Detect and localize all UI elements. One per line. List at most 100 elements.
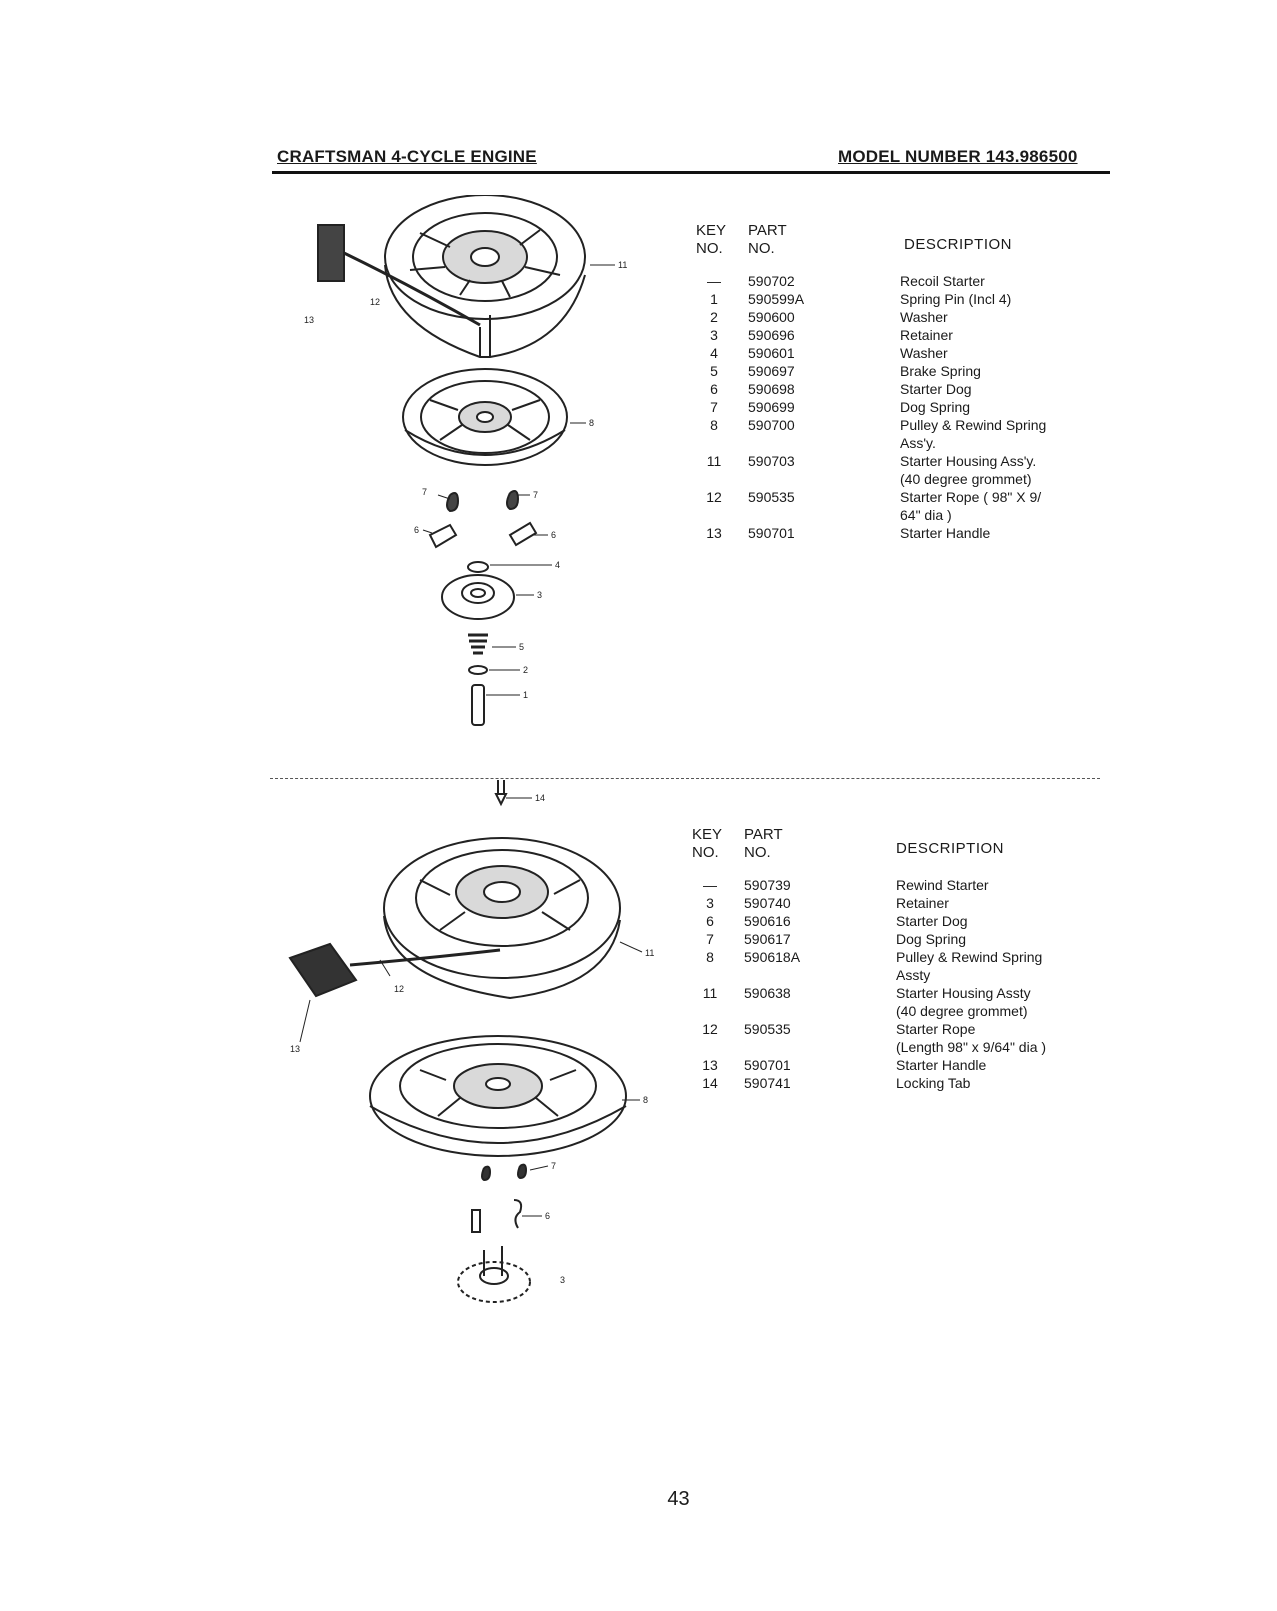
callout-bottom-8: 8 <box>643 1095 648 1105</box>
page-number: 43 <box>667 1488 690 1510</box>
model-number: MODEL NUMBER 143.986500 <box>838 147 1078 166</box>
callout-top-12: 12 <box>370 297 380 307</box>
callout-top-6b: 6 <box>551 530 556 540</box>
callout-top-7a: 7 <box>422 487 427 497</box>
callout-top-8: 8 <box>589 418 594 428</box>
description-cell: Dog Spring <box>896 930 1096 948</box>
description-header: DESCRIPTION <box>904 236 1013 253</box>
brake-spring-part <box>468 633 488 655</box>
callout-top-13: 13 <box>304 315 314 325</box>
description-line: Starter Housing Assty <box>896 985 1031 1001</box>
description-line: Dog Spring <box>896 931 967 947</box>
key-no-cell: 14 <box>702 1075 718 1091</box>
description-cell: Dog Spring <box>900 398 1100 416</box>
description-line: Recoil Starter <box>900 273 985 289</box>
part-no-cell: 590741 <box>744 1075 791 1091</box>
part-no-header: PART NO. <box>744 826 783 861</box>
description-line: Retainer <box>900 327 953 343</box>
callout-bottom-13: 13 <box>290 1044 300 1054</box>
key-no-cell: 7 <box>710 399 718 415</box>
key-no-header: KEY NO. <box>692 826 723 861</box>
table-row: 7 590617 Dog Spring <box>692 930 1112 948</box>
description-cell: Spring Pin (Incl 4) <box>900 290 1100 308</box>
description-cell: Recoil Starter <box>900 272 1100 290</box>
table-row: 4 590601 Washer <box>696 344 1116 362</box>
key-no-cell: 2 <box>710 309 718 325</box>
description-cell: Starter Dog <box>900 380 1100 398</box>
callout-top-1: 1 <box>523 690 528 700</box>
key-no-cell: 8 <box>706 949 714 965</box>
part-no-cell: 590617 <box>744 931 791 947</box>
callout-top-7b: 7 <box>533 490 538 500</box>
description-line: Dog Spring <box>900 399 971 415</box>
description-cell: Washer <box>900 308 1100 326</box>
key-no-cell: 11 <box>706 453 722 469</box>
description-line: (40 degree grommet) <box>900 471 1032 487</box>
spring-pin-part <box>471 684 485 726</box>
key-no-header: KEY NO. <box>696 222 727 257</box>
description-line: Washer <box>900 309 948 325</box>
key-no-cell: 1 <box>710 291 718 307</box>
description-cell: Starter Housing Ass'y.(40 degree grommet… <box>900 452 1100 488</box>
part-no-cell: 590703 <box>748 453 795 469</box>
description-line: Washer <box>900 345 948 361</box>
table-row: 13 590701 Starter Handle <box>696 524 1116 542</box>
part-no-header: PART NO. <box>748 222 787 257</box>
key-no-cell: 3 <box>706 895 714 911</box>
part-no-cell: 590535 <box>744 1021 791 1037</box>
description-line: Spring Pin (Incl 4) <box>900 291 1012 307</box>
description-line: Brake Spring <box>900 363 981 379</box>
key-no-cell: 6 <box>710 381 718 397</box>
key-no-cell: 11 <box>702 985 718 1001</box>
starter-handle-part <box>288 942 501 998</box>
callout-top-6a: 6 <box>414 525 419 535</box>
description-cell: Rewind Starter <box>896 876 1096 894</box>
washer-part <box>467 561 489 573</box>
key-no-cell: 12 <box>706 489 722 505</box>
key-no-cell: 4 <box>710 345 718 361</box>
starter-dog-parts <box>428 521 538 549</box>
part-no-cell: 590697 <box>748 363 795 379</box>
callout-top-5: 5 <box>519 642 524 652</box>
callout-top-2: 2 <box>523 665 528 675</box>
description-line: Pulley & Rewind Spring <box>896 949 1043 965</box>
engine-title: CRAFTSMAN 4-CYCLE ENGINE <box>277 147 537 166</box>
key-no-cell: 13 <box>706 525 722 541</box>
table-row: 14 590741 Locking Tab <box>692 1074 1112 1092</box>
key-no-cell: 8 <box>710 417 718 433</box>
part-no-cell: 590701 <box>748 525 795 541</box>
dog-spring-parts <box>446 490 520 513</box>
key-no-cell: 13 <box>702 1057 718 1073</box>
locking-tab-part <box>494 780 508 807</box>
rewind-starter-diagram-bottom: 14 11 12 13 8 7 6 3 <box>288 780 654 1303</box>
description-line: Locking Tab <box>896 1075 971 1091</box>
description-line: Starter Rope ( 98" X 9/ <box>900 489 1042 505</box>
pulley-part <box>402 368 568 466</box>
starter-housing-part <box>384 195 586 358</box>
part-no-cell: 590698 <box>748 381 795 397</box>
part-no-cell: 590700 <box>748 417 795 433</box>
part-no-cell: 590599A <box>748 291 805 307</box>
description-line: Starter Handle <box>896 1057 987 1073</box>
part-no-cell: 590601 <box>748 345 795 361</box>
description-cell: Starter Handle <box>900 524 1100 542</box>
table-row: 6 590698 Starter Dog <box>696 380 1116 398</box>
key-no-cell: 7 <box>706 931 714 947</box>
callout-bottom-11: 11 <box>645 948 654 958</box>
description-line: Pulley & Rewind Spring <box>900 417 1047 433</box>
key-no-cell: 3 <box>710 327 718 343</box>
description-cell: Starter Rope(Length 98" x 9/64" dia ) <box>896 1020 1096 1056</box>
callout-bottom-12: 12 <box>394 984 404 994</box>
